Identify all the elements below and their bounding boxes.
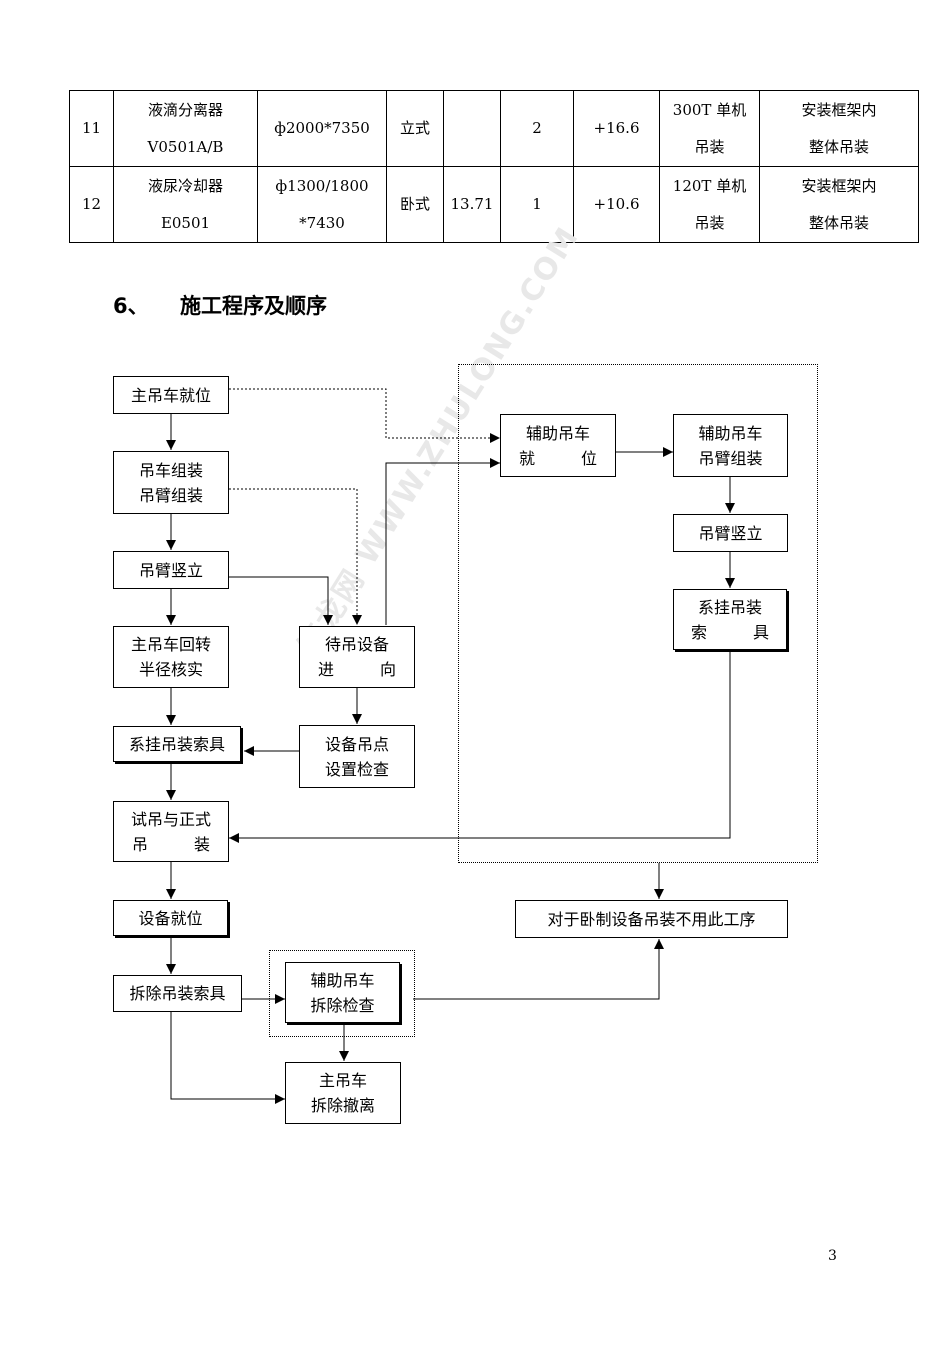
section-number: 6、	[113, 294, 149, 318]
flow-box-trial-lift: 试吊与正式 吊装	[113, 801, 229, 862]
cell-no: 11	[69, 90, 114, 167]
flow-box-rigging-attach: 系挂吊装索具	[113, 726, 241, 762]
flow-box-equipment-in-position: 设备就位	[113, 900, 228, 936]
cell-type: 卧式	[386, 166, 444, 243]
arrow	[413, 939, 664, 1000]
flow-box-horizontal-note: 对于卧制设备吊装不用此工序	[515, 900, 788, 938]
cell-weight: 13.71	[443, 166, 501, 243]
cell-qty: 1	[500, 166, 574, 243]
arrow	[170, 1012, 285, 1104]
arrow	[385, 458, 500, 625]
cell-method: 300T 单机吊装	[659, 90, 760, 167]
cell-remark: 安装框架内整体吊装	[759, 166, 919, 243]
removal-check-frame	[269, 950, 415, 1037]
arrow	[229, 576, 333, 625]
flow-box-remove-rigging: 拆除吊装索具	[113, 975, 242, 1012]
flow-box-boom-erect: 吊臂竖立	[113, 551, 229, 589]
flow-box-crane-assembly: 吊车组装吊臂组装	[113, 451, 229, 514]
section-title: 施工程序及顺序	[180, 294, 327, 318]
section-heading: 6、 施工程序及顺序	[113, 290, 327, 320]
flow-box-aux-rigging: 系挂吊装 索具	[673, 589, 787, 650]
dotted-connector	[229, 388, 500, 443]
cell-no: 12	[69, 166, 114, 243]
page-number: 3	[828, 1248, 837, 1264]
arrow	[229, 652, 731, 843]
flow-box-aux-removal-check: 辅助吊车拆除检查	[285, 962, 400, 1023]
dotted-connector	[229, 488, 362, 625]
flow-box-radius-check: 主吊车回转半径核实	[113, 626, 229, 688]
flow-box-main-crane-in-position: 主吊车就位	[113, 376, 229, 414]
cell-elevation: +16.6	[573, 90, 660, 167]
cell-remark: 安装框架内整体吊装	[759, 90, 919, 167]
cell-size: ф2000*7350	[257, 90, 387, 167]
cell-method: 120T 单机吊装	[659, 166, 760, 243]
flow-box-lift-point-check: 设备吊点设置检查	[299, 725, 415, 788]
flow-box-aux-crane-in-position: 辅助吊车 就位	[500, 414, 616, 477]
flow-box-main-crane-removal: 主吊车拆除撤离	[285, 1062, 401, 1124]
flow-box-equipment-entry: 待吊设备 进向	[299, 626, 415, 688]
auxiliary-crane-frame	[458, 364, 818, 863]
flow-box-aux-boom-erect: 吊臂竖立	[673, 514, 788, 552]
flow-box-aux-boom-assembly: 辅助吊车吊臂组装	[673, 414, 788, 477]
cell-elevation: +10.6	[573, 166, 660, 243]
